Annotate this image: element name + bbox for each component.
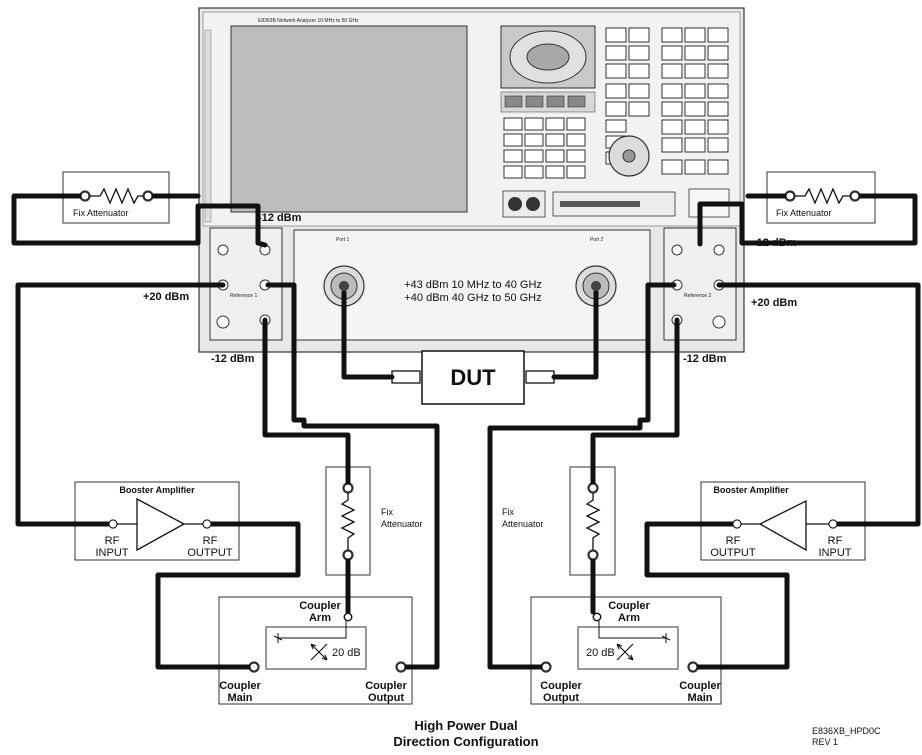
dut-connector-right (525, 370, 555, 384)
left-rf-output-line1: RF (203, 535, 218, 547)
left-coupler: Coupler Arm 20 dB Coupler Main Coupler O… (218, 596, 413, 705)
coupler-arrows-icon (310, 643, 328, 661)
right-coupler-output-line1: Coupler (540, 680, 582, 692)
navigation-pad[interactable] (500, 25, 596, 89)
cables (11, 193, 921, 670)
resistor-icon (795, 187, 850, 205)
termination-icon (661, 633, 671, 643)
left-coupler-output-line2: Output (368, 692, 404, 704)
right-rf-input-line1: RF (828, 535, 843, 547)
level-right-mid: +20 dBm (751, 297, 797, 309)
right-rf-output-line1: RF (726, 535, 741, 547)
right-coupler-output-line2: Output (543, 692, 579, 704)
right-rf-input-line2: INPUT (819, 547, 852, 559)
caption-line2: Direction Configuration (393, 734, 538, 749)
resistor-icon (585, 493, 601, 550)
left-fix-attenuator-top-label: Fix Attenuator (73, 208, 129, 218)
right-coupler-arm-line2: Arm (618, 612, 640, 624)
caption-line1: High Power Dual (414, 718, 517, 733)
connector-caps (80, 191, 860, 672)
port2-label: Port 2 (590, 237, 604, 243)
right-rf-output-line2: OUTPUT (710, 547, 756, 559)
right-coupler-main-line2: Main (687, 692, 712, 704)
right-coupler-arm-line1: Coupler (608, 600, 650, 612)
key-grid-top[interactable] (605, 27, 729, 79)
left-coupler-db: 20 dB (332, 647, 361, 659)
model-text: E8363B Network Analyzer 10 MHz to 50 GHz (258, 18, 359, 24)
resistor-icon (90, 187, 143, 205)
right-coupler-main-line1: Coupler (679, 680, 721, 692)
right-fix-attenuator-mid: Fix Attenuator (502, 466, 616, 576)
network-analyzer: E8363B Network Analyzer 10 MHz to 50 GHz (198, 7, 745, 353)
dut-connector-left (391, 370, 421, 384)
key-grid-mid[interactable] (504, 83, 729, 153)
termination-icon (273, 633, 283, 643)
right-coupler-db: 20 dB (586, 647, 615, 659)
right-booster-title: Booster Amplifier (713, 485, 789, 495)
right-booster-amplifier: Booster Amplifier RF OUTPUT RF INPUT (700, 481, 866, 561)
left-fix-attenuator-mid-line2: Attenuator (381, 519, 423, 529)
dut-label: DUT (450, 365, 496, 390)
usb-port-icon (508, 197, 522, 211)
right-coupler: Coupler Arm 20 dB Coupler Output Coupler… (530, 596, 722, 705)
level-right-top: -12 dBm (753, 237, 797, 249)
level-left-top: -12 dBm (258, 212, 302, 224)
reference2-label: Reference 2 (684, 293, 711, 299)
right-fix-attenuator-mid-line2: Attenuator (502, 519, 544, 529)
left-fix-attenuator-mid: Fix Attenuator (325, 466, 423, 576)
rotary-knob[interactable] (608, 135, 650, 177)
left-coupler-main-line1: Coupler (219, 680, 261, 692)
coupler-arrows-icon (616, 643, 634, 661)
figure-id-line2: REV 1 (812, 737, 838, 747)
port1-label: Port 1 (336, 237, 350, 243)
left-rf-input-line1: RF (105, 535, 120, 547)
left-coupler-arm-line2: Arm (309, 612, 331, 624)
left-coupler-output-line1: Coupler (365, 680, 407, 692)
left-coupler-main-line2: Main (227, 692, 252, 704)
power-spec-line2: +40 dBm 40 GHz to 50 GHz (404, 292, 541, 304)
level-left-bottom: -12 dBm (211, 353, 255, 365)
right-fix-attenuator-top-label: Fix Attenuator (776, 208, 832, 218)
resistor-icon (340, 493, 356, 550)
analyzer-display (230, 25, 468, 213)
power-spec-line1: +43 dBm 10 MHz to 40 GHz (404, 279, 542, 291)
left-booster-amplifier: Booster Amplifier RF INPUT RF OUTPUT (74, 481, 240, 561)
level-right-bottom: -12 dBm (683, 353, 727, 365)
right-fix-attenuator-mid-line1: Fix (502, 507, 514, 517)
left-booster-title: Booster Amplifier (119, 485, 195, 495)
dut: DUT (391, 350, 555, 405)
amplifier-icon (758, 499, 807, 552)
reference1-label: Reference 1 (230, 293, 257, 299)
left-fix-attenuator-mid-line1: Fix (381, 507, 393, 517)
left-coupler-arm-line1: Coupler (299, 600, 341, 612)
left-rf-input-line2: INPUT (96, 547, 129, 559)
figure-id-line1: E836XB_HPD0C (812, 726, 881, 736)
left-rf-output-line2: OUTPUT (187, 547, 233, 559)
level-left-mid: +20 dBm (143, 291, 189, 303)
